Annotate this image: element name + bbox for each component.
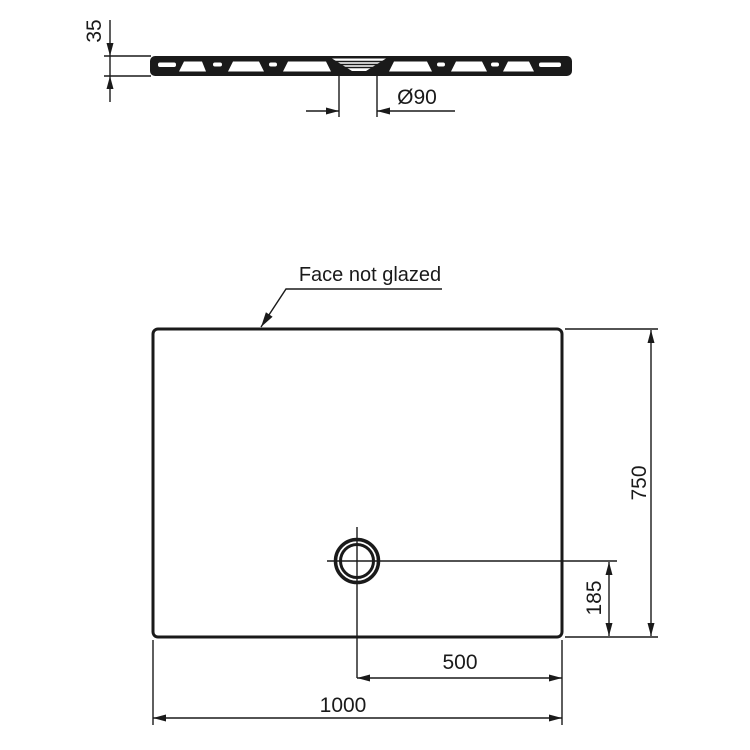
drain-recess-profile <box>332 58 386 71</box>
note-face-not-glazed: Face not glazed <box>260 264 442 328</box>
dimension-thickness: 35 <box>83 19 151 102</box>
drain-offset-right-label: 500 <box>442 651 477 674</box>
dimension-width: 1000 <box>152 640 562 725</box>
drain-offset-bottom-label: 185 <box>583 580 606 615</box>
dimension-height: 750 <box>565 328 658 638</box>
plan-view: Face not glazed 750 185 <box>151 264 658 725</box>
dimension-drain-offset-right: 500 <box>357 640 563 725</box>
dimension-drain-offset-bottom: 185 <box>583 562 613 636</box>
drain-symbol <box>327 527 617 678</box>
thickness-label: 35 <box>83 19 106 42</box>
note-label: Face not glazed <box>299 264 441 286</box>
width-label: 1000 <box>320 694 367 717</box>
dimension-drain-diameter: Ø90 <box>306 74 455 117</box>
drain-diameter-label: Ø90 <box>397 86 437 109</box>
height-label: 750 <box>628 465 651 500</box>
tray-profile-shape <box>150 56 572 76</box>
side-view: 35 Ø90 <box>83 19 572 117</box>
